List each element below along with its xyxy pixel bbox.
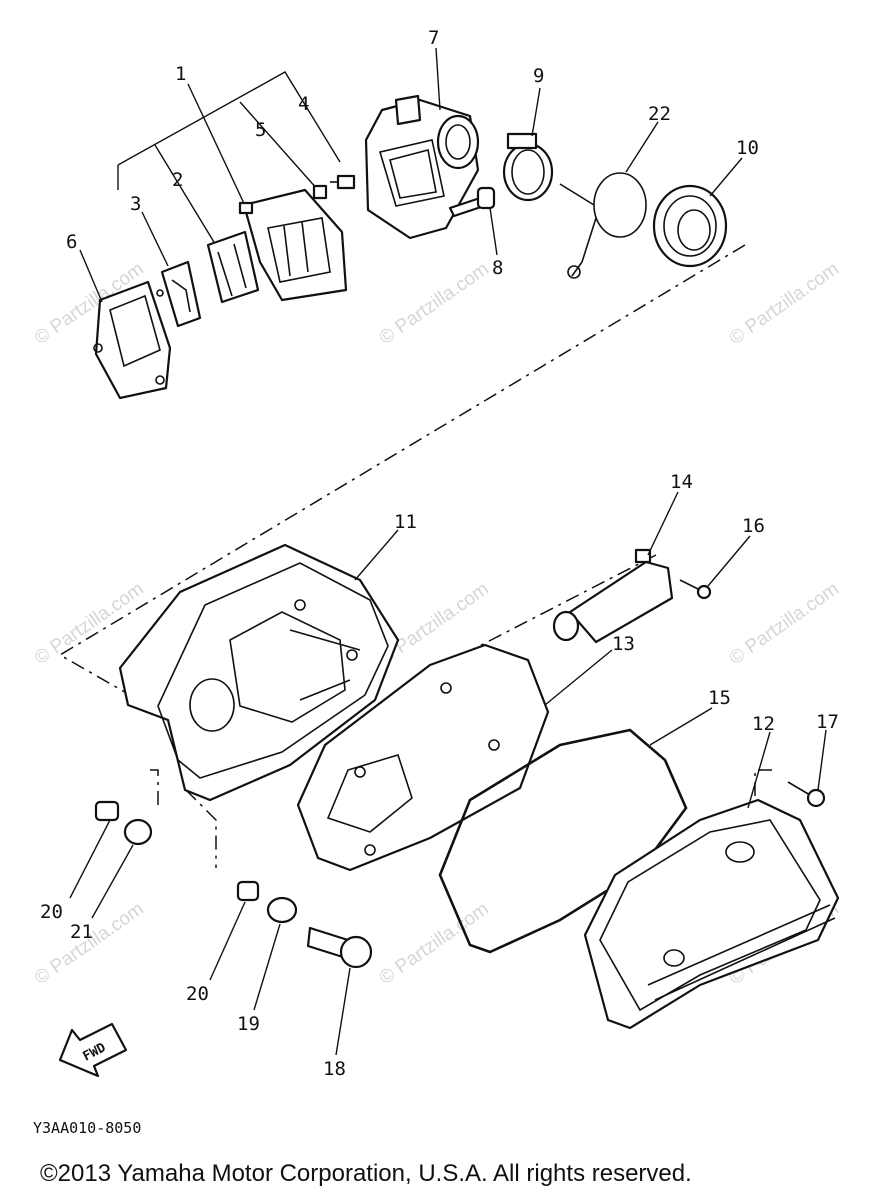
diagram-code: Y3AA010-8050: [33, 1119, 141, 1137]
callout-21: 21: [70, 921, 93, 943]
intake-joint-7: [364, 94, 480, 240]
watermark-2: © Partzilla.com: [376, 258, 493, 349]
watermark-6: © Partzilla.com: [726, 578, 843, 669]
air-box-case-11: [118, 543, 400, 802]
hose-clamp-9: [502, 132, 554, 202]
callout-20-left: 20: [40, 901, 63, 923]
callout-6: 6: [66, 231, 77, 253]
callout-11: 11: [394, 511, 417, 533]
watermark-8: © Partzilla.com: [376, 898, 493, 989]
callout-5: 5: [255, 119, 266, 141]
callout-12: 12: [752, 713, 775, 735]
watermark-3: © Partzilla.com: [726, 258, 843, 349]
air-box-cover-12: [583, 798, 840, 1030]
gasket-6: [93, 280, 172, 400]
spring-22: [559, 172, 647, 279]
reed-valve-2: [206, 230, 260, 304]
callout-9: 9: [533, 65, 544, 87]
nut-5: [312, 184, 328, 200]
callout-15: 15: [708, 687, 731, 709]
copyright-notice: ©2013 Yamaha Motor Corporation, U.S.A. A…: [40, 1160, 692, 1187]
callout-1: 1: [175, 63, 186, 85]
callout-13: 13: [612, 633, 635, 655]
collar-20-left: [94, 800, 120, 822]
bolt-8: [448, 186, 496, 218]
callout-18: 18: [323, 1058, 346, 1080]
callout-14: 14: [670, 471, 693, 493]
callout-19: 19: [237, 1013, 260, 1035]
grommet-21: [123, 818, 153, 846]
screw-17: [787, 781, 826, 808]
alignment-dashed-line: [58, 244, 772, 868]
snorkel-tube-14: [552, 548, 674, 644]
reed-valve-body-1: [238, 188, 348, 302]
washer-19: [266, 896, 298, 924]
callout-7: 7: [428, 27, 439, 49]
forward-arrow-icon: FWD: [58, 1022, 128, 1078]
callout-16: 16: [742, 515, 765, 537]
callout-20-right: 20: [186, 983, 209, 1005]
assembly-bracket-lines: [117, 71, 341, 253]
callout-8: 8: [492, 257, 503, 279]
screw-16: [679, 579, 712, 600]
collar-20-right: [236, 880, 260, 902]
gasket-plate-13: [296, 643, 550, 872]
callout-10: 10: [736, 137, 759, 159]
callout-numbers: 1 2 3 4 5 6 7 8 9 10 11 12 13 14 15 16 1…: [40, 27, 839, 1080]
callout-2: 2: [172, 169, 183, 191]
bolt-18: [306, 926, 373, 969]
reed-stopper-3: [160, 260, 202, 328]
callout-4: 4: [298, 93, 309, 115]
seal-ring-15: [438, 728, 688, 954]
callout-22: 22: [648, 103, 671, 125]
screw-4: [330, 174, 356, 190]
boot-10: [652, 184, 728, 268]
callout-3: 3: [130, 193, 141, 215]
callout-17: 17: [816, 711, 839, 733]
leader-lines: [69, 47, 827, 1056]
